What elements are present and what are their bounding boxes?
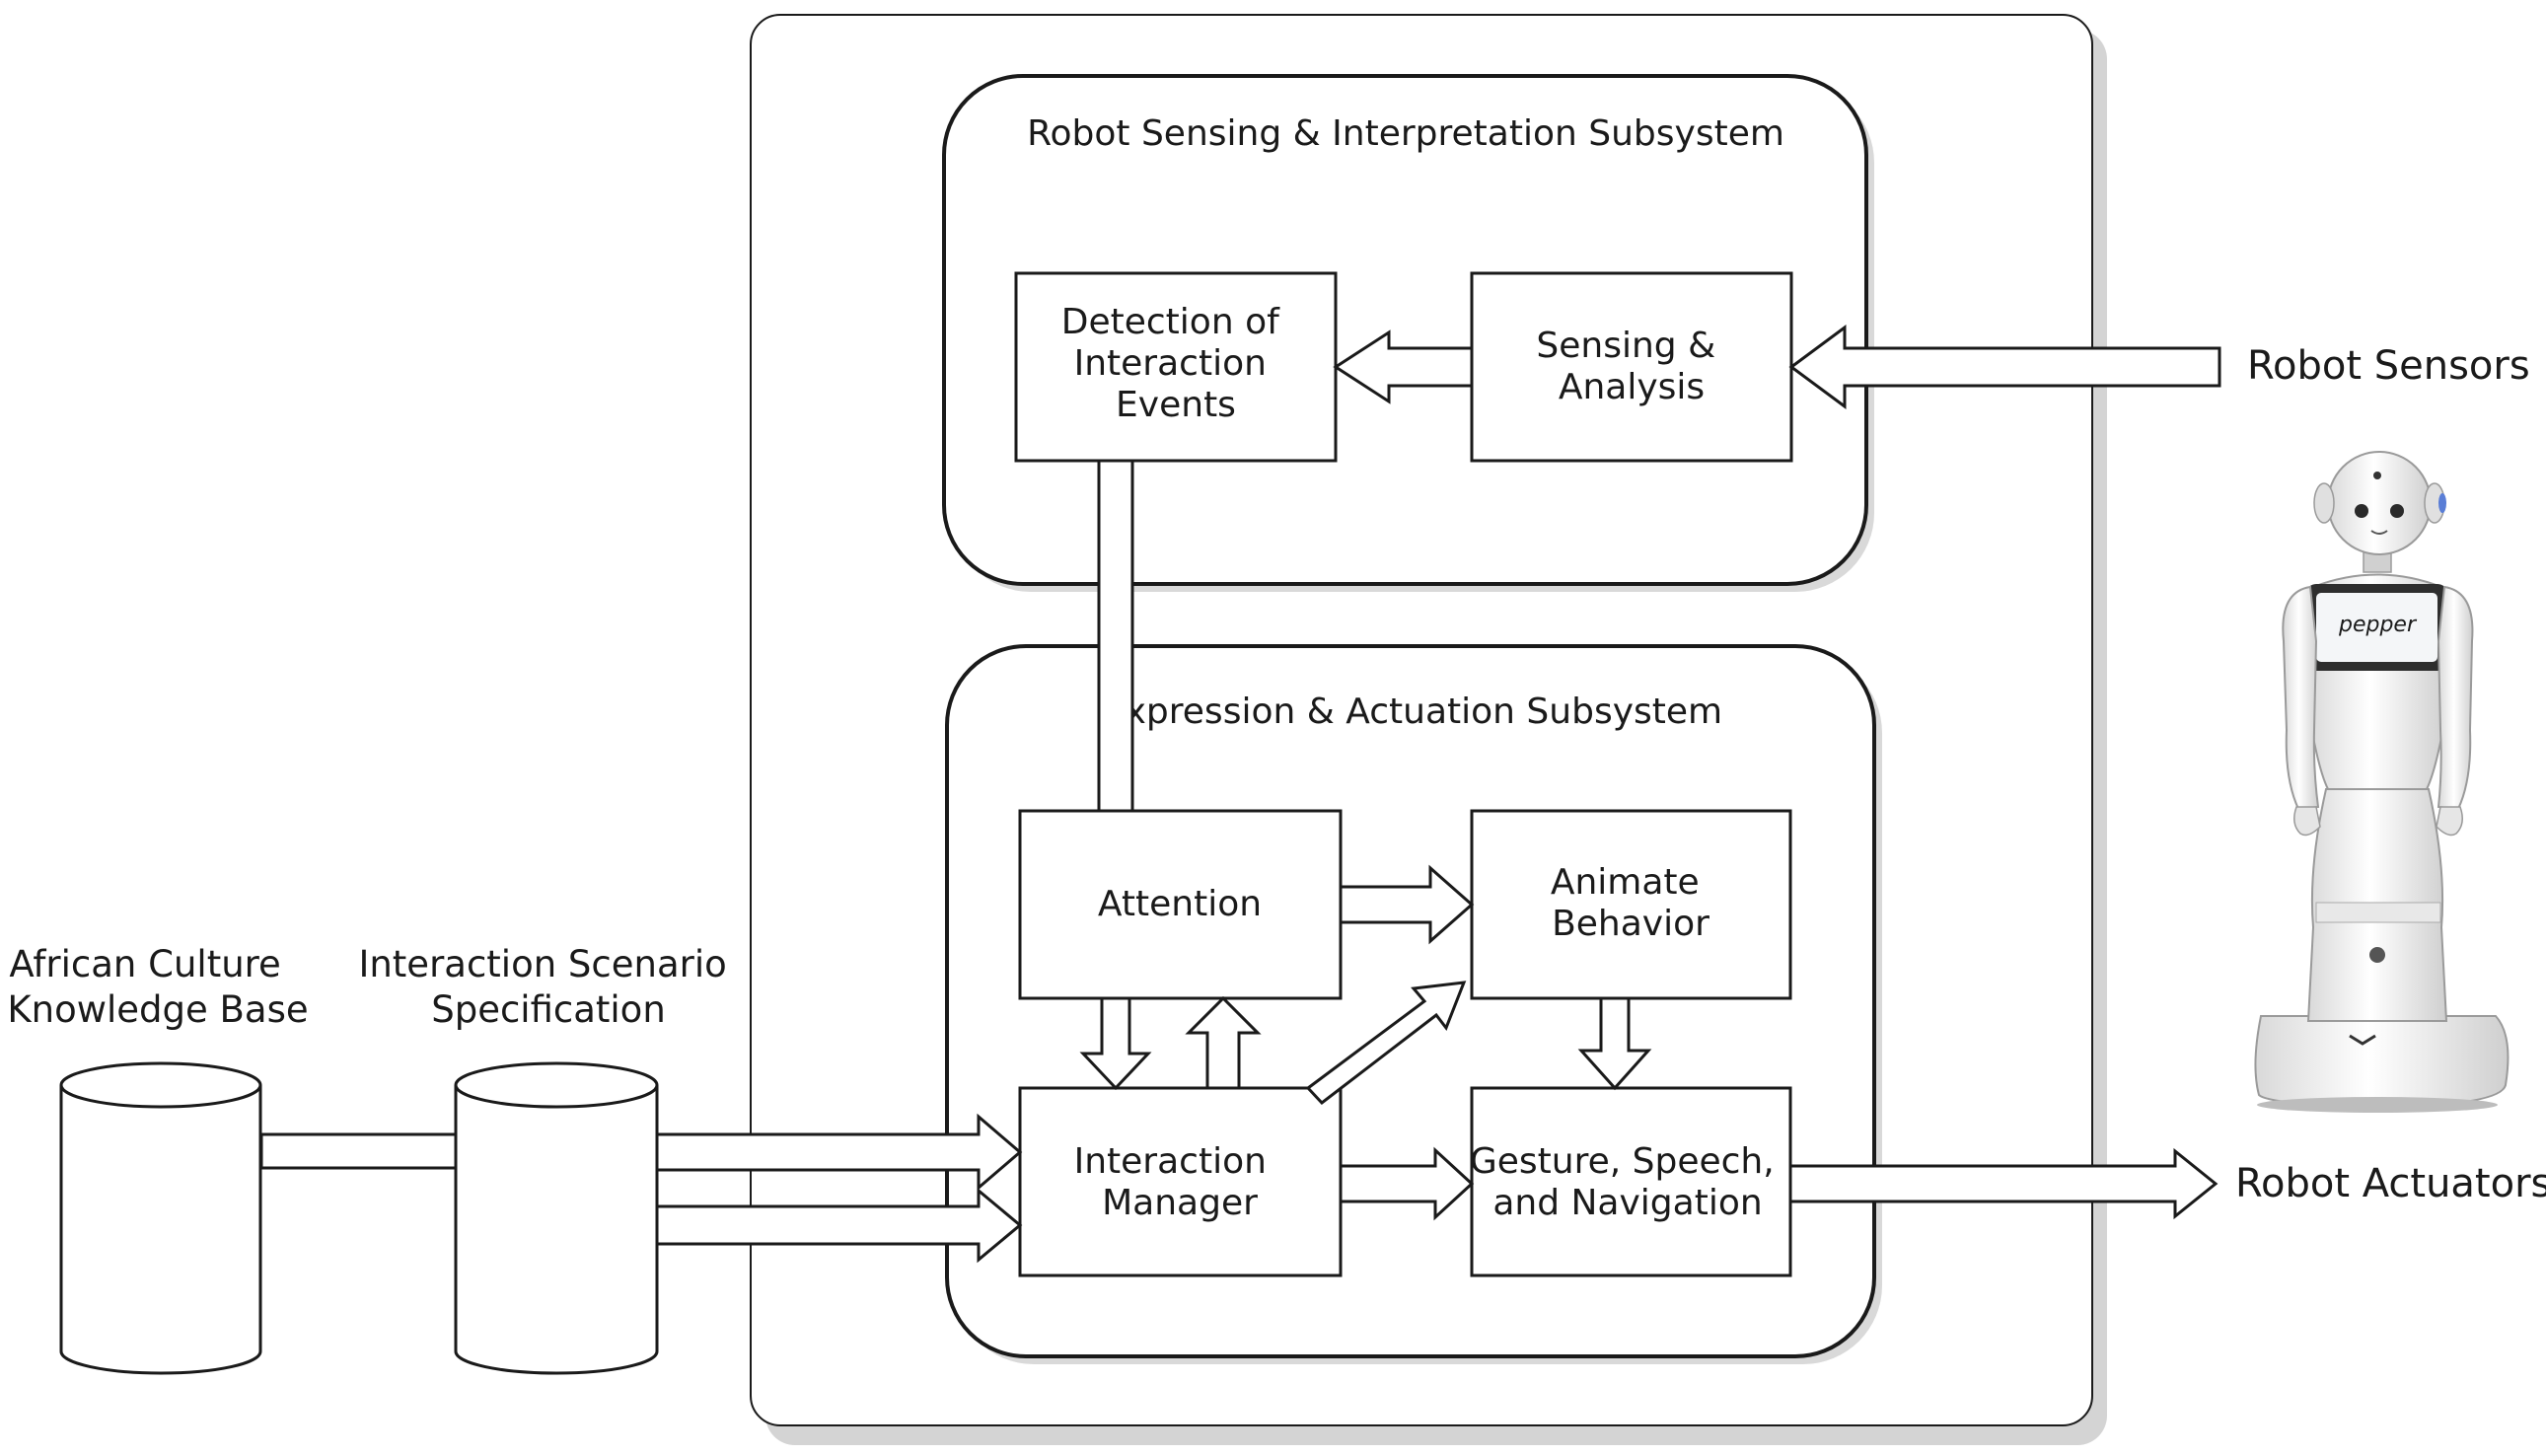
arrow-scenario-to-manager-1	[655, 1113, 1023, 1192]
arrow-animate-to-gesture	[1577, 996, 1652, 1091]
arrow-manager-to-gesture	[1339, 1146, 1475, 1221]
african-culture-database-icon	[59, 1061, 262, 1375]
detection-line-2: Interaction	[1074, 343, 1267, 384]
sensing-analysis-line-1: Sensing &	[1536, 326, 1715, 366]
expression-subsystem-title: Expression & Actuation Subsystem	[1103, 692, 1722, 732]
detection-line-3: Events	[1116, 385, 1236, 425]
gesture-line-2: and Navigation	[1492, 1183, 1762, 1223]
svg-text:Sensing & Analysis: Sensing & Analysis	[1536, 326, 1726, 407]
interaction-manager-line-1: Interaction	[1074, 1141, 1267, 1182]
arrow-sensing-to-detection	[1333, 329, 1474, 404]
arrow-gesture-to-actuators	[1788, 1147, 2219, 1220]
svg-text:Attention: Attention	[1098, 884, 1262, 924]
sensing-analysis-line-2: Analysis	[1559, 367, 1705, 407]
robot-actuators-label: Robot Actuators	[2235, 1161, 2546, 1206]
connector-detection-attention	[1097, 459, 1134, 813]
pepper-screen-text: pepper	[2338, 613, 2418, 637]
african-culture-label-2: Knowledge Base	[7, 988, 308, 1031]
attention-box: Attention	[1018, 809, 1343, 1000]
sensing-subsystem-title: Robot Sensing & Interpretation Subsystem	[1027, 113, 1784, 154]
interaction-manager-box: Interaction Manager	[1018, 1086, 1343, 1277]
scenario-database-icon	[454, 1061, 659, 1375]
animate-behavior-box: Animate Behavior	[1470, 809, 1792, 1000]
sensing-analysis-box: Sensing & Analysis	[1470, 271, 1793, 463]
svg-text:Interaction Manager: Interaction Manager	[1074, 1141, 1278, 1223]
gesture-line-1: Gesture, Speech,	[1470, 1141, 1775, 1182]
svg-text:Animate Behavior: Animate Behavior	[1551, 862, 1710, 944]
svg-text:Gesture, Speech, and Nav: Gesture, Speech, and Navigation	[1470, 1141, 1785, 1223]
animate-behavior-line-2: Behavior	[1552, 904, 1709, 944]
arrow-manager-to-attention	[1185, 995, 1262, 1090]
svg-text:African Culture Knowledge: African Culture Knowledge Base	[7, 943, 308, 1031]
scenario-label-2: Specification	[431, 988, 666, 1031]
attention-line-1: Attention	[1098, 884, 1262, 924]
pepper-robot-icon: pepper	[2254, 451, 2510, 1113]
svg-text:Detection of Interaction: Detection of Interaction Events	[1061, 302, 1290, 425]
svg-text:Interaction Scenario Speci: Interaction Scenario Specification	[358, 943, 738, 1031]
gesture-speech-navigation-box: Gesture, Speech, and Navigation	[1470, 1086, 1792, 1277]
arrow-attention-to-animate	[1339, 864, 1475, 945]
arrow-scenario-to-manager-2	[655, 1187, 1023, 1264]
arrow-attention-to-manager	[1079, 996, 1152, 1091]
interaction-manager-line-2: Manager	[1102, 1183, 1258, 1223]
detection-line-1: Detection of	[1061, 302, 1280, 342]
african-culture-label-1: African Culture	[9, 943, 280, 985]
connector-knowledge-scenario	[259, 1132, 458, 1170]
arrow-manager-to-animate	[1305, 981, 1467, 1106]
robot-sensors-label: Robot Sensors	[2247, 343, 2530, 389]
animate-behavior-line-1: Animate	[1551, 862, 1700, 903]
scenario-label-1: Interaction Scenario	[358, 943, 726, 985]
detection-box: Detection of Interaction Events	[1014, 271, 1338, 463]
arrow-sensors-to-sensing	[1788, 325, 2221, 409]
